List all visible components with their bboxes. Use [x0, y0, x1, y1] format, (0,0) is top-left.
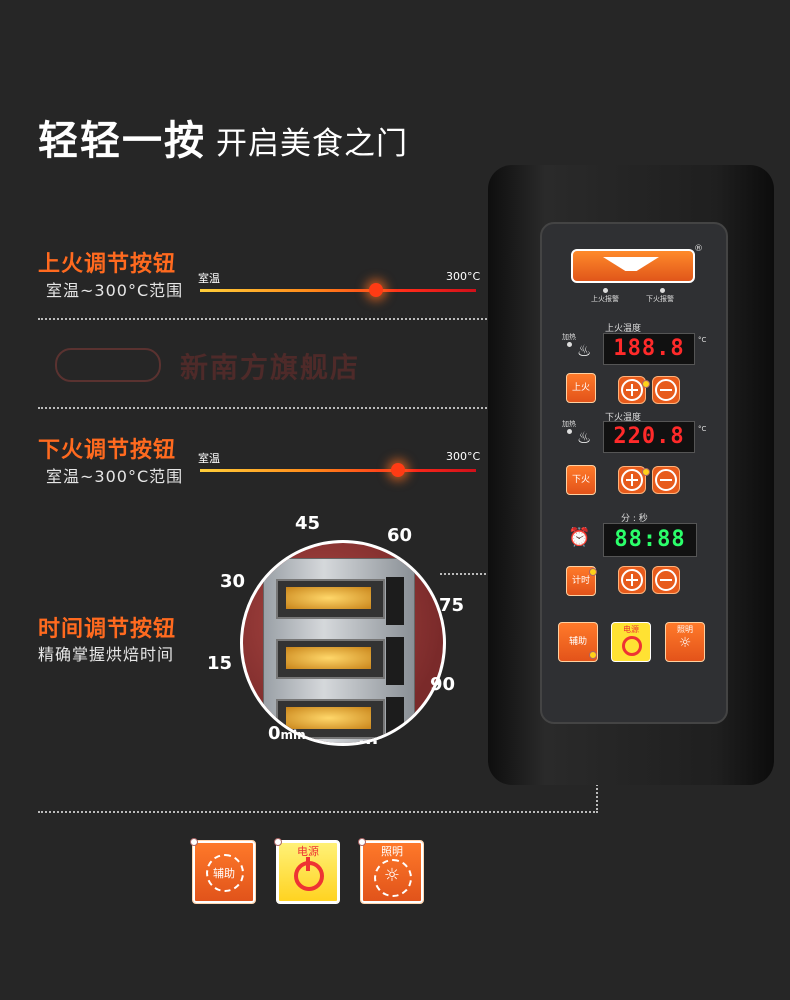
- alarm-clock-icon: ⏰: [568, 527, 591, 548]
- lower-fire-desc: 室温~300°C范围: [46, 467, 184, 486]
- lower-plus-indicator: [642, 468, 650, 476]
- lower-fire-title: 下火调节按钮: [38, 438, 177, 463]
- upper-temp-display: 188.8: [603, 333, 695, 365]
- upper-temp-unit: °C: [698, 336, 707, 344]
- lower-fire-slider-knob[interactable]: [391, 463, 405, 477]
- dial-90: 90: [430, 674, 456, 695]
- timer-desc: 精确掌握烘焙时间: [38, 645, 175, 664]
- power-button[interactable]: 电源: [276, 840, 340, 904]
- watermark-text: 新南方旗舰店: [180, 351, 361, 384]
- lower-temp-label: 下火温度: [605, 413, 642, 423]
- upper-alarm-led: [603, 288, 608, 293]
- panel-power-button[interactable]: 电源: [611, 622, 651, 662]
- panel-aux-indicator: [589, 651, 597, 659]
- timer-plus-button[interactable]: [618, 566, 646, 594]
- brand-logo: [571, 249, 695, 283]
- dial-0: 0min: [268, 723, 306, 744]
- dial-15: 15: [207, 653, 233, 674]
- upper-plus-button[interactable]: [618, 376, 646, 404]
- lower-plus-button[interactable]: [618, 466, 646, 494]
- panel-light-label: 照明: [677, 625, 693, 634]
- aux-indicator: [190, 838, 198, 846]
- upper-fire-slider-track: [200, 289, 476, 292]
- lower-alarm-led: [660, 288, 665, 293]
- watermark-logo: [55, 348, 161, 382]
- lower-temp-display: 220.8: [603, 421, 695, 453]
- light-indicator: [358, 838, 366, 846]
- leader-line-lower: [38, 407, 543, 409]
- dial-more: ...: [358, 728, 379, 749]
- power-indicator: [274, 838, 282, 846]
- lower-slider-min: 室温: [198, 452, 220, 465]
- lower-alarm-label: 下火报警: [646, 295, 674, 303]
- power-label: 电源: [297, 845, 319, 858]
- lower-fire-slider-track: [200, 469, 476, 472]
- leader-line-upper: [38, 318, 543, 320]
- oven-illustration: [263, 558, 415, 743]
- registered-mark: ®: [694, 244, 703, 254]
- upper-minus-button[interactable]: [652, 376, 680, 404]
- panel-light-button[interactable]: 照明 ☼: [665, 622, 705, 662]
- upper-fire-desc: 室温~300°C范围: [46, 281, 184, 300]
- heating-label-upper: 加热: [562, 333, 576, 341]
- timer-indicator: [589, 568, 597, 576]
- timer-minus-button[interactable]: [652, 566, 680, 594]
- bulb-icon: ☼: [678, 635, 692, 651]
- upper-slider-max: 300°C: [446, 270, 481, 283]
- panel-power-label: 电源: [623, 625, 639, 634]
- aux-button[interactable]: 辅助: [192, 840, 256, 904]
- bulb-icon-large: ☼: [383, 865, 401, 886]
- upper-alarm-label: 上火报警: [591, 295, 619, 303]
- heading-main: 轻轻一按: [38, 118, 206, 164]
- light-label: 照明: [381, 845, 403, 858]
- flame-icon-lower: ♨: [577, 428, 592, 447]
- page-heading: 轻轻一按开启美食之门: [38, 108, 408, 166]
- upper-plus-indicator: [642, 380, 650, 388]
- heating-label-lower: 加热: [562, 420, 576, 428]
- heating-led-upper: [567, 342, 572, 347]
- lower-temp-unit: °C: [698, 425, 707, 433]
- upper-fire-button[interactable]: 上火: [566, 373, 596, 403]
- upper-temp-label: 上火温度: [605, 324, 642, 334]
- power-icon: [622, 636, 642, 656]
- time-display: 88:88: [603, 523, 697, 557]
- dial-30: 30: [220, 571, 246, 592]
- lower-fire-button[interactable]: 下火: [566, 465, 596, 495]
- lower-slider-max: 300°C: [446, 450, 481, 463]
- upper-fire-slider-knob[interactable]: [369, 283, 383, 297]
- dial-45: 45: [295, 513, 321, 534]
- timer-title: 时间调节按钮: [38, 617, 177, 642]
- heating-led-lower: [567, 429, 572, 434]
- aux-label: 辅助: [213, 867, 235, 880]
- lower-minus-button[interactable]: [652, 466, 680, 494]
- heading-sub: 开启美食之门: [216, 126, 408, 162]
- dial-60: 60: [387, 525, 413, 546]
- leader-line-bottom: [38, 811, 598, 813]
- upper-fire-title: 上火调节按钮: [38, 252, 177, 277]
- oven-photo: [240, 540, 446, 746]
- time-labels: 分 : 秒: [621, 514, 648, 524]
- upper-slider-min: 室温: [198, 272, 220, 285]
- light-button[interactable]: 照明 ☼: [360, 840, 424, 904]
- dial-75: 75: [439, 595, 465, 616]
- flame-icon: ♨: [577, 341, 592, 360]
